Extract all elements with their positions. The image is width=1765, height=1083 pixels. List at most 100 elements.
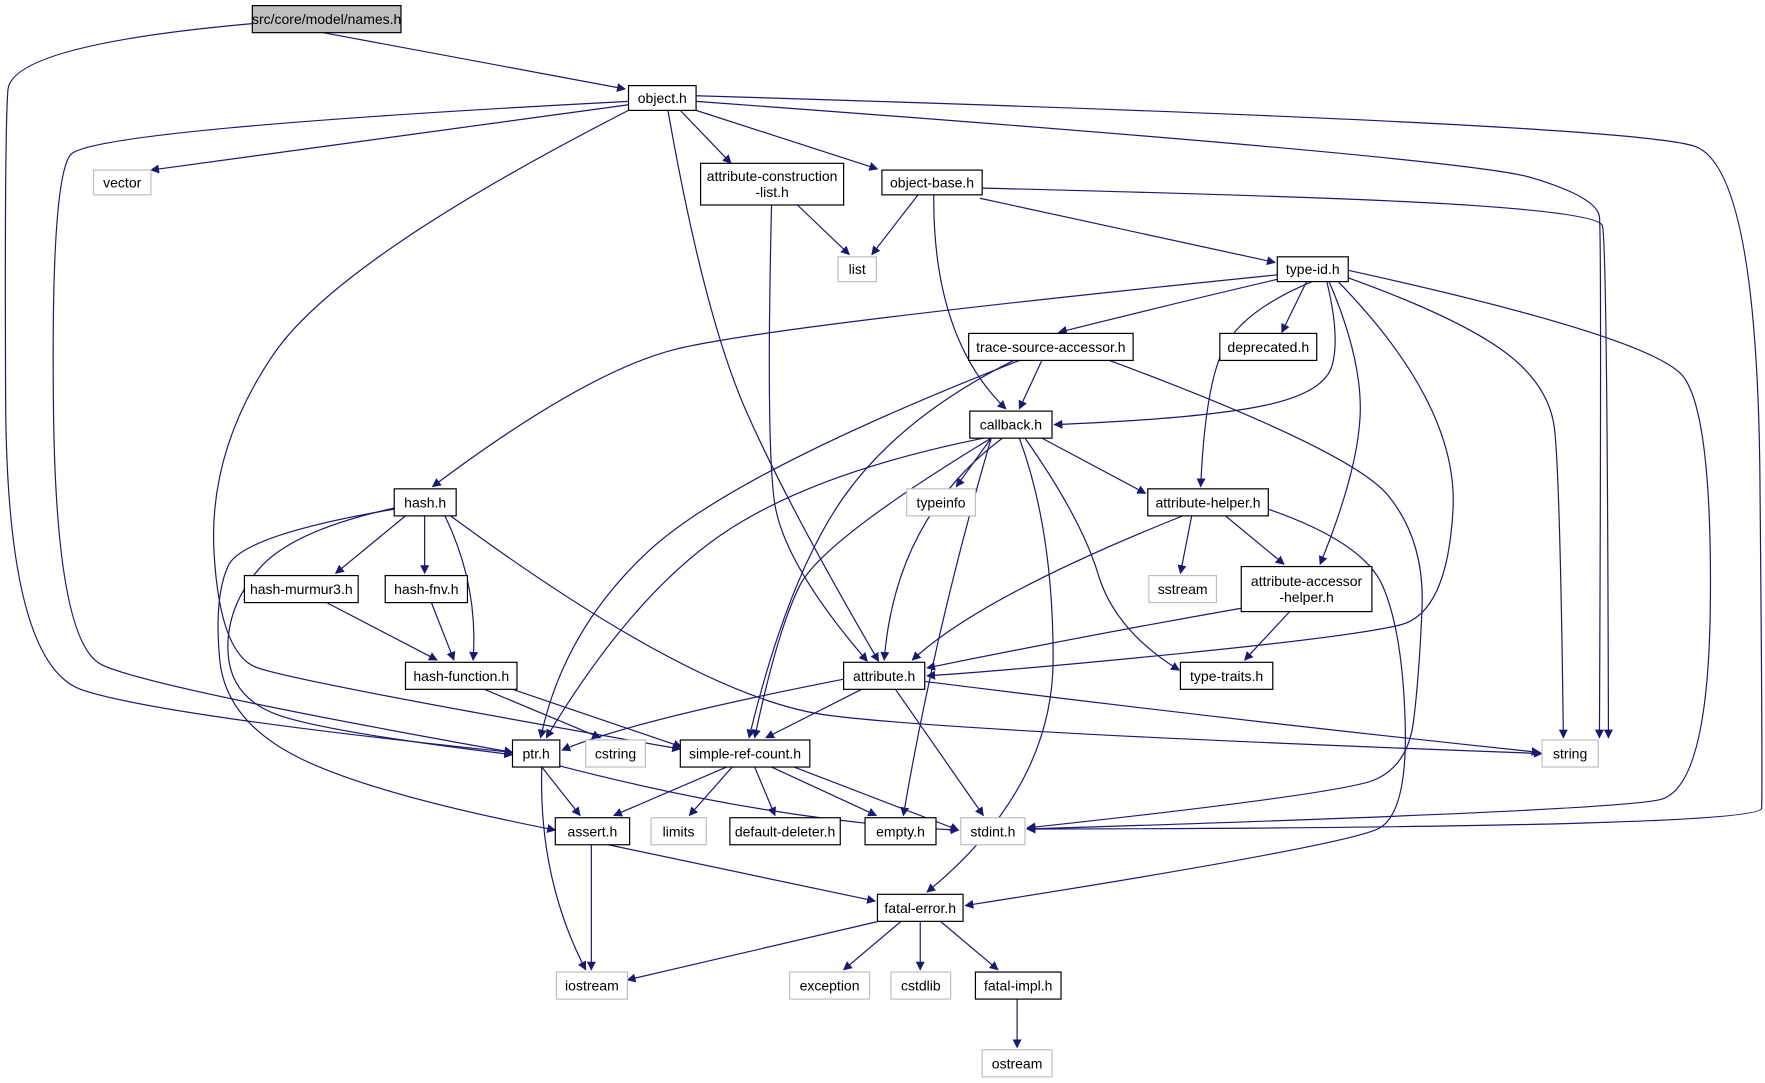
- edge-names-to-ptr: [4, 23, 514, 757]
- node-attr-accessor[interactable]: attribute-accessor-helper.h: [1240, 565, 1373, 613]
- node-box: [864, 817, 937, 846]
- edge-object-base-to-callback: [933, 194, 1007, 410]
- node-box: [843, 661, 926, 690]
- node-hash[interactable]: hash.h: [393, 488, 457, 517]
- node-box: [554, 817, 631, 846]
- node-label: type-id.h: [1286, 261, 1340, 277]
- node-box: [1148, 574, 1218, 604]
- node-label: type-traits.h: [1190, 668, 1263, 684]
- node-fnv[interactable]: hash-fnv.h: [384, 574, 469, 604]
- node-empty[interactable]: empty.h: [864, 817, 937, 846]
- node-label: fatal-error.h: [884, 900, 956, 916]
- node-sstream: sstream: [1148, 574, 1218, 604]
- node-type-id[interactable]: type-id.h: [1276, 256, 1349, 283]
- edge-ptr-to-assert: [541, 766, 581, 817]
- edge-fnv-to-hash-function: [430, 602, 456, 661]
- edge-object-base-to-type-id: [979, 197, 1276, 266]
- edge-attribute-to-stdint: [894, 688, 984, 817]
- edge-callback-to-empty: [900, 437, 992, 817]
- node-attribute[interactable]: attribute.h: [843, 661, 926, 690]
- edge-simple-ref-to-default-deleter: [754, 766, 776, 817]
- node-box: [1276, 256, 1349, 283]
- edge-assert-to-fatal-error: [608, 844, 877, 904]
- node-label: exception: [800, 978, 860, 994]
- edge-simple-ref-to-limits: [688, 766, 733, 817]
- node-label: fatal-impl.h: [984, 978, 1052, 994]
- node-label: stdint.h: [970, 823, 1015, 839]
- node-trace-source[interactable]: trace-source-accessor.h: [968, 332, 1134, 362]
- edge-type-id-to-hash: [431, 274, 1278, 488]
- node-label: object.h: [638, 90, 687, 106]
- node-box: [92, 169, 152, 196]
- node-assert[interactable]: assert.h: [554, 817, 631, 846]
- edge-fatal-error-to-iostream: [626, 920, 879, 983]
- node-vector: vector: [92, 169, 152, 196]
- edge-attribute-to-ptr: [561, 678, 844, 752]
- node-label: attribute-helper.h: [1155, 494, 1260, 510]
- edge-type-id-to-callback: [1053, 281, 1336, 429]
- node-object[interactable]: object.h: [627, 85, 697, 111]
- node-callback[interactable]: callback.h: [969, 410, 1053, 439]
- node-label: ptr.h: [523, 746, 550, 762]
- node-ptr[interactable]: ptr.h: [511, 739, 561, 768]
- node-attr-construction[interactable]: attribute-construction-list.h: [699, 162, 845, 206]
- node-label: attribute.h: [853, 668, 915, 684]
- node-deprecated[interactable]: deprecated.h: [1219, 332, 1318, 362]
- node-box: [699, 162, 845, 206]
- node-list: list: [837, 256, 877, 283]
- edge-type-id-to-stdint: [1026, 269, 1712, 834]
- node-box: [679, 739, 811, 768]
- edge-type-id-to-trace-source: [1057, 278, 1278, 335]
- node-label: attribute-construction: [707, 168, 838, 184]
- node-box: [837, 256, 877, 283]
- node-box: [511, 739, 561, 768]
- edge-attr-accessor-to-attribute: [926, 607, 1242, 671]
- node-label: assert.h: [568, 823, 618, 839]
- node-cstdlib: cstdlib: [890, 971, 952, 1000]
- node-hash-function[interactable]: hash-function.h: [404, 661, 518, 690]
- node-label: string: [1553, 746, 1587, 762]
- edge-attr-accessor-to-type-traits: [1244, 611, 1291, 661]
- node-box: [876, 893, 964, 922]
- node-label: simple-ref-count.h: [689, 746, 801, 762]
- header-nodes: src/core/model/names.h object.h vector attr…: [92, 5, 1599, 1078]
- edge-callback-to-type-traits: [1024, 437, 1181, 671]
- node-label: sstream: [1158, 581, 1208, 597]
- node-box: [729, 817, 841, 846]
- node-label: hash.h: [404, 494, 446, 510]
- node-label: vector: [103, 174, 141, 190]
- node-names[interactable]: src/core/model/names.h: [251, 5, 402, 34]
- edge-names-to-object: [323, 32, 627, 92]
- node-object-base[interactable]: object-base.h: [881, 169, 983, 196]
- node-label: src/core/model/names.h: [252, 11, 401, 27]
- edge-attr-helper-to-sstream: [1177, 515, 1193, 575]
- edge-attribute-to-simple-ref: [765, 688, 862, 739]
- node-attr-helper[interactable]: attribute-helper.h: [1147, 488, 1269, 517]
- node-box: [585, 739, 647, 768]
- edge-type-id-to-attribute: [926, 281, 1454, 680]
- node-fatal-impl[interactable]: fatal-impl.h: [974, 971, 1062, 1000]
- node-label: hash-function.h: [413, 668, 509, 684]
- node-box: [1147, 488, 1269, 517]
- node-label: empty.h: [876, 823, 925, 839]
- node-fatal-error[interactable]: fatal-error.h: [876, 893, 964, 922]
- node-label: attribute-accessor: [1251, 573, 1363, 589]
- node-box: [555, 971, 628, 1000]
- node-stdint: stdint.h: [960, 817, 1026, 846]
- edge-hash-to-hash-function: [444, 515, 479, 661]
- edge-attr-helper-to-attribute: [911, 515, 1183, 661]
- node-label: hash-fnv.h: [394, 581, 458, 597]
- node-label: limits: [663, 823, 695, 839]
- node-murmur3[interactable]: hash-murmur3.h: [243, 574, 359, 604]
- node-label: default-deleter.h: [735, 823, 835, 839]
- node-simple-ref[interactable]: simple-ref-count.h: [679, 739, 811, 768]
- node-box: [384, 574, 469, 604]
- node-box: [974, 971, 1062, 1000]
- node-label: -helper.h: [1279, 589, 1333, 605]
- edge-object-to-attribute: [667, 110, 880, 662]
- edge-trace-source-to-callback: [1018, 360, 1043, 410]
- edge-attribute-to-string: [924, 680, 1541, 757]
- node-type-traits[interactable]: type-traits.h: [1179, 661, 1274, 690]
- node-default-deleter[interactable]: default-deleter.h: [729, 817, 841, 846]
